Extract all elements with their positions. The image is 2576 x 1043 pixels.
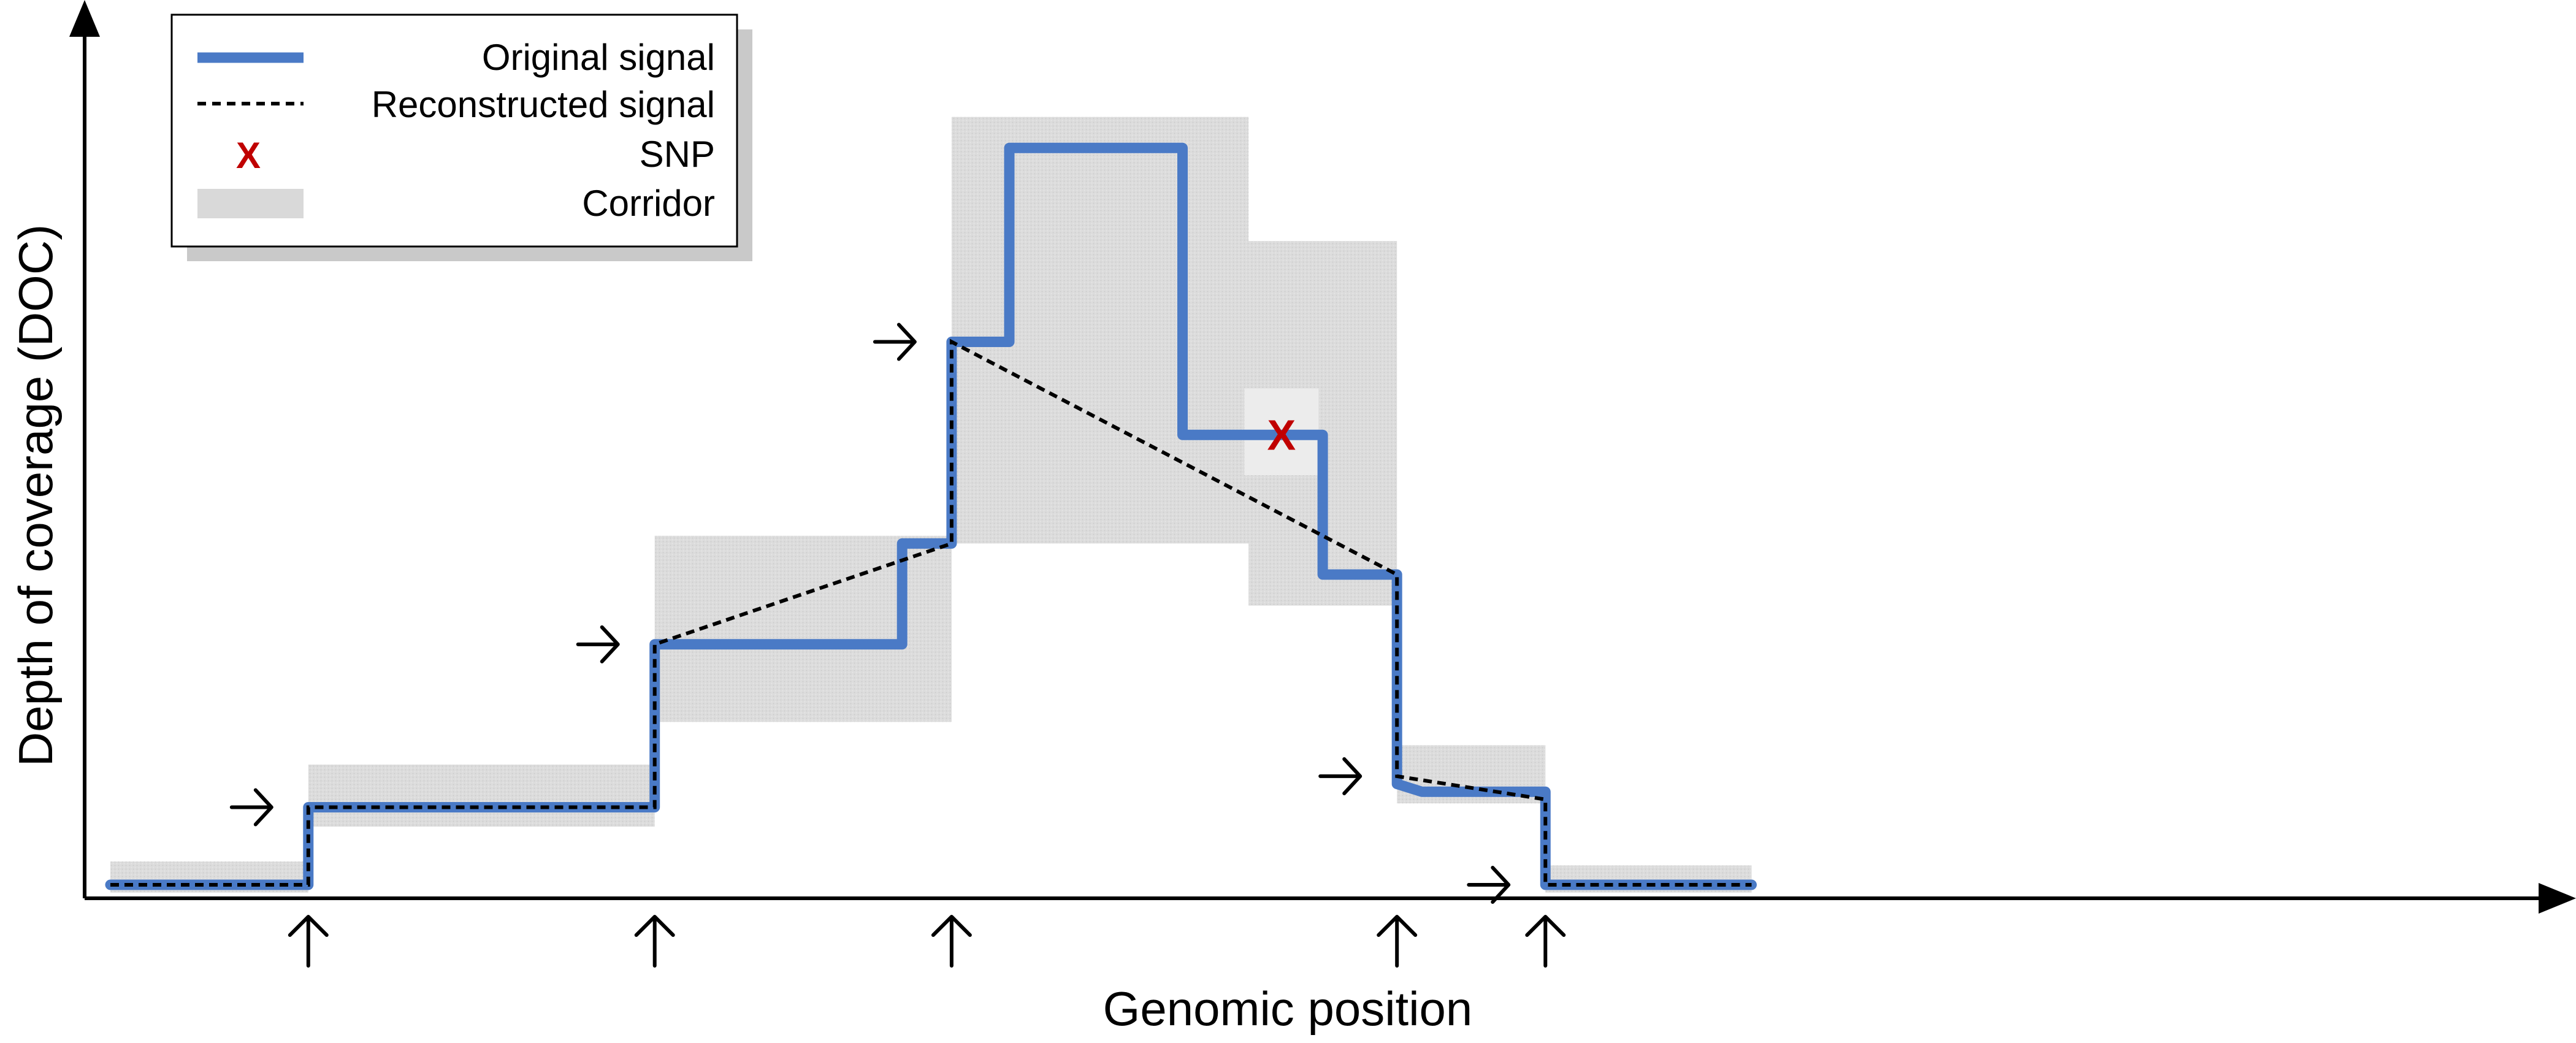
segment-start-arrow-2	[576, 625, 620, 663]
breakpoint-up-arrow-2	[634, 915, 675, 968]
snp-layer: X	[1267, 411, 1296, 459]
legend-corridor-swatch	[197, 189, 304, 218]
legend-original-label: Original signal	[482, 37, 715, 78]
breakpoint-up-arrow-4	[1377, 915, 1418, 968]
original-signal-line	[105, 142, 1757, 890]
x-axis-arrowhead	[2539, 883, 2576, 914]
breakpoint-up-arrow-3	[931, 915, 972, 968]
breakpoint-up-arrow-1	[288, 915, 329, 968]
legend-corridor-label: Corridor	[582, 183, 715, 224]
segment-start-arrow-1	[229, 788, 273, 827]
snp-marker: X	[1267, 411, 1296, 459]
corridor-2	[308, 764, 655, 827]
signal-series	[105, 142, 1757, 890]
breakpoint-up-arrow-5	[1525, 915, 1566, 968]
axes	[69, 0, 2576, 914]
legend-snp-marker: X	[236, 135, 261, 176]
segment-start-arrow-5	[1467, 866, 1511, 904]
corridor-4	[951, 117, 1249, 544]
legend-reconstructed-label: Reconstructed signal	[372, 84, 715, 125]
y-axis-arrowhead	[69, 0, 100, 37]
segment-start-arrow-4	[1318, 757, 1363, 795]
y-axis-title: Depth of coverage (DOC)	[9, 224, 63, 766]
x-axis-title: Genomic position	[1103, 982, 1473, 1036]
legend: Original signal Reconstructed signal X S…	[170, 13, 752, 261]
breakpoint-arrows	[229, 323, 1566, 968]
reconstructed-signal-line	[110, 338, 1752, 887]
legend-snp-label: SNP	[640, 134, 715, 175]
segment-start-arrow-3	[873, 323, 917, 361]
